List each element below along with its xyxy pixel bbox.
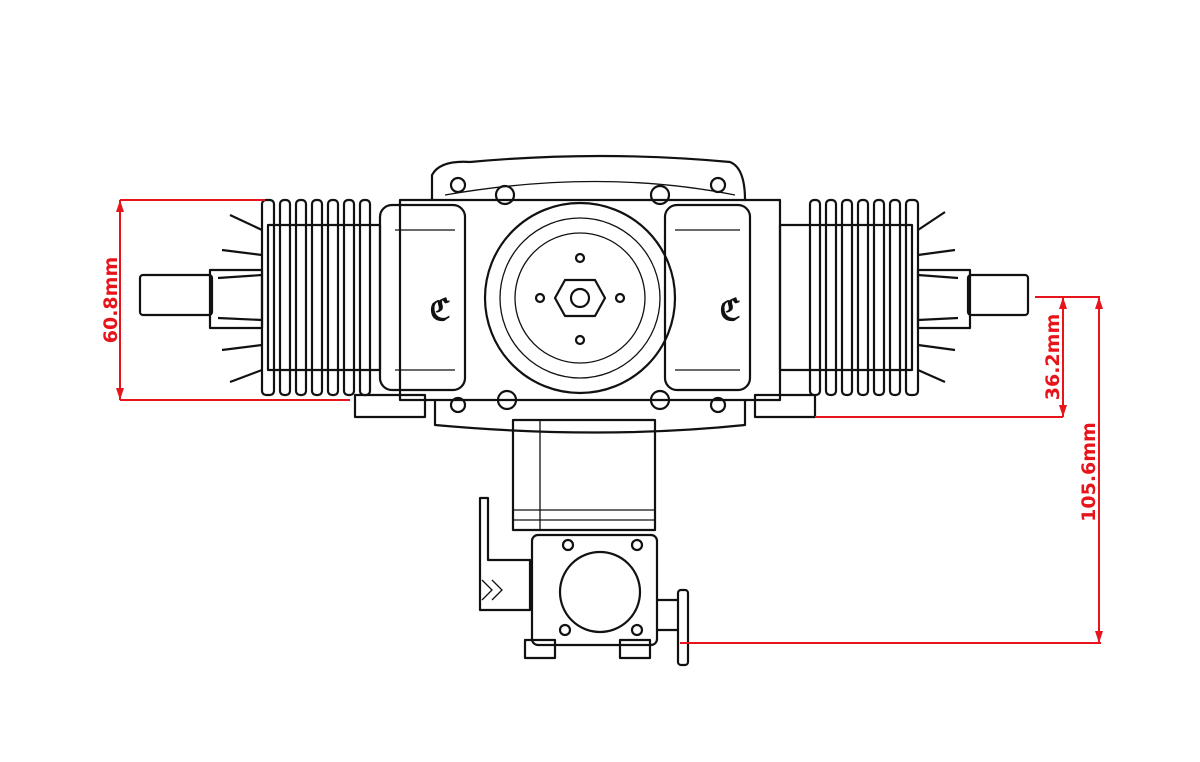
left-cylinder <box>138 198 382 397</box>
dimension-105-6: 105.6mm <box>680 297 1103 644</box>
dimension-36-2: 36.2mm <box>815 296 1100 418</box>
dimension-label-105-6: 105.6mm <box>1078 422 1100 522</box>
right-cylinder <box>778 198 1030 397</box>
engine-outline: ℭ ℭ <box>138 154 1030 667</box>
logo-right-icon: ℭ <box>719 293 740 328</box>
logo-left-icon: ℭ <box>429 293 450 328</box>
dimension-label-60-8: 60.8mm <box>100 257 122 343</box>
dimension-60-8: 60.8mm <box>100 199 350 401</box>
dimension-label-36-2: 36.2mm <box>1042 314 1064 400</box>
